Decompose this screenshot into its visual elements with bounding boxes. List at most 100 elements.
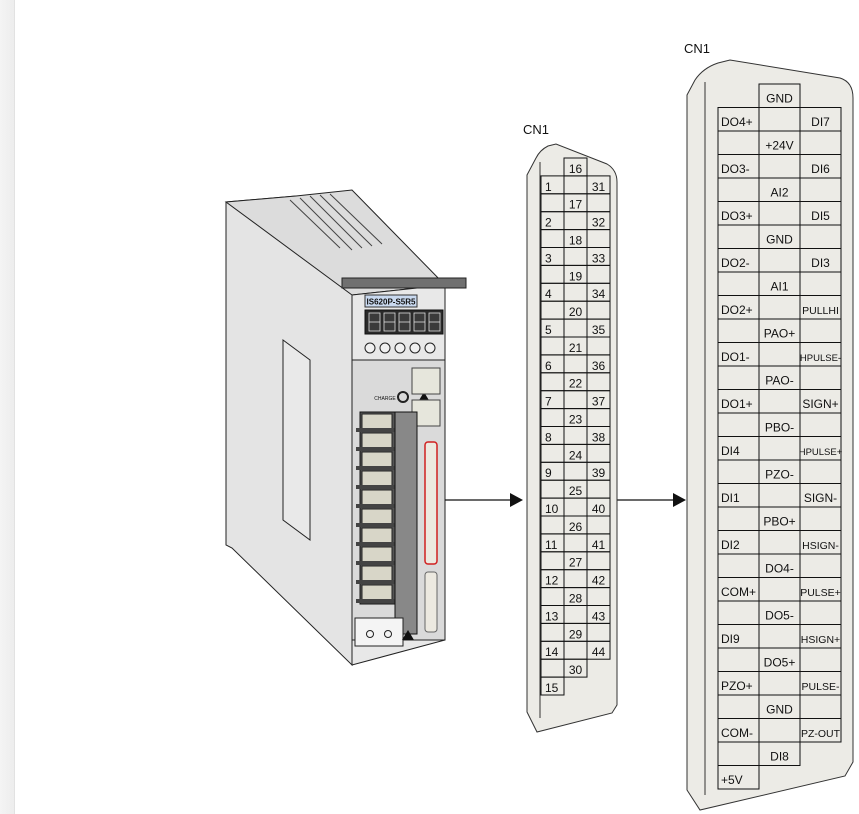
terminal-screw — [361, 508, 393, 525]
side-recess — [282, 339, 311, 541]
pin-label: DO4- — [765, 562, 794, 576]
pin-label: 18 — [569, 234, 583, 248]
pin-label: 30 — [569, 663, 583, 677]
ground-hole-1 — [366, 630, 374, 638]
pin-label: DI9 — [721, 632, 740, 646]
pin-label: 36 — [592, 359, 606, 373]
panel-buttons — [364, 342, 436, 354]
model-label-bg — [364, 294, 418, 308]
pin-label: PAO- — [765, 374, 793, 388]
arrow-head-1 — [510, 493, 523, 507]
pin-label: 27 — [569, 556, 583, 570]
panel-button[interactable] — [409, 342, 421, 354]
pin-label: AI1 — [770, 280, 788, 294]
terminal-screw — [361, 413, 393, 430]
pin-label: 23 — [569, 413, 583, 427]
pin-label: +5V — [721, 773, 743, 787]
panel-button[interactable] — [424, 342, 436, 354]
pin-label: SIGN- — [804, 491, 837, 505]
terminal-separator — [356, 542, 396, 546]
pin-label: 43 — [592, 609, 606, 623]
pin-cell — [717, 765, 760, 790]
terminal-screw — [361, 432, 393, 449]
terminal-cover — [394, 411, 418, 635]
pin-label: 35 — [592, 323, 606, 337]
pin-label: 19 — [569, 269, 583, 283]
pin-label: 26 — [569, 520, 583, 534]
pin-label: DI7 — [811, 115, 830, 129]
cn2-port — [424, 571, 438, 633]
panel-button[interactable] — [364, 342, 376, 354]
model-label: IS620P-S5R5 — [367, 298, 416, 307]
panel-clip — [341, 277, 467, 289]
cn1-small-pins: 1234567891011121314151617181920212223242… — [540, 157, 611, 696]
pin-label: HSIGN- — [802, 540, 839, 552]
pin-label: 14 — [545, 645, 559, 659]
pin-cell — [540, 676, 565, 696]
panel-button[interactable] — [394, 342, 406, 354]
left-margin-strip — [0, 0, 15, 814]
pin-label: 2 — [545, 216, 552, 230]
pin-label: HPULSE- — [800, 353, 841, 364]
warning-icon-bottom — [402, 630, 414, 640]
pin-label: COM+ — [721, 585, 756, 599]
pin-label: DO2- — [721, 256, 750, 270]
pin-label: 41 — [592, 538, 606, 552]
pin-label: DI1 — [721, 491, 740, 505]
pin-label: 11 — [545, 538, 558, 552]
pin-label: GND — [766, 92, 793, 106]
pin-label: DO5+ — [764, 656, 796, 670]
cooling-fins — [289, 193, 383, 251]
terminal-screw — [361, 451, 393, 468]
pin-label: 44 — [592, 645, 606, 659]
terminal-separator — [356, 485, 396, 489]
pin-label: DI6 — [811, 162, 830, 176]
pin-label: GND — [766, 233, 793, 247]
cn1-small-title: CN1 — [523, 122, 550, 137]
pin-label: 42 — [592, 574, 606, 588]
pin-label: DI4 — [721, 444, 740, 458]
ground-terminal — [354, 617, 404, 647]
terminal-separator — [356, 561, 396, 565]
terminal-separator — [356, 447, 396, 451]
pin-cell — [563, 658, 588, 678]
panel-button[interactable] — [379, 342, 391, 354]
terminal-separator — [356, 599, 396, 603]
pin-label: 3 — [545, 251, 552, 265]
arrow-head-2 — [673, 493, 686, 507]
pin-label: 12 — [545, 574, 559, 588]
pin-label: 10 — [545, 502, 559, 516]
pin-label: 33 — [592, 251, 606, 265]
pin-label: DI2 — [721, 538, 740, 552]
pin-label: 29 — [569, 627, 583, 641]
terminal-screw — [361, 546, 393, 563]
led-digits — [368, 312, 441, 332]
pin-label: 7 — [545, 395, 552, 409]
pin-label: HSIGN+ — [801, 634, 840, 646]
pin-label: 22 — [569, 377, 583, 391]
drive-top-fins — [224, 189, 447, 296]
terminal-separator — [356, 504, 396, 508]
pin-label: PBO+ — [763, 515, 795, 529]
pin-cell — [586, 640, 611, 660]
pin-label: 20 — [569, 305, 583, 319]
pin-label: PBO- — [765, 421, 794, 435]
terminal-screw — [361, 470, 393, 487]
pin-label: 16 — [569, 162, 583, 176]
cn1-large-pins: DO4+DO3-DO3+DO2-DO2+DO1-DO1+DI4DI1DI2COM… — [717, 83, 843, 790]
pin-label: 9 — [545, 466, 552, 480]
terminal-separator — [356, 580, 396, 584]
pin-label: 34 — [592, 287, 606, 301]
pin-label: 24 — [569, 448, 583, 462]
pin-label: DO3+ — [721, 209, 753, 223]
pin-cell — [799, 718, 842, 743]
pin-label: DI5 — [811, 209, 830, 223]
pin-label: DI3 — [811, 256, 830, 270]
pin-label: 31 — [592, 180, 606, 194]
pin-label: PULSE+ — [800, 587, 841, 599]
pin-label: 32 — [592, 216, 606, 230]
pin-label: PAO+ — [764, 327, 795, 341]
pin-label: 21 — [569, 341, 583, 355]
pin-label: 8 — [545, 430, 552, 444]
